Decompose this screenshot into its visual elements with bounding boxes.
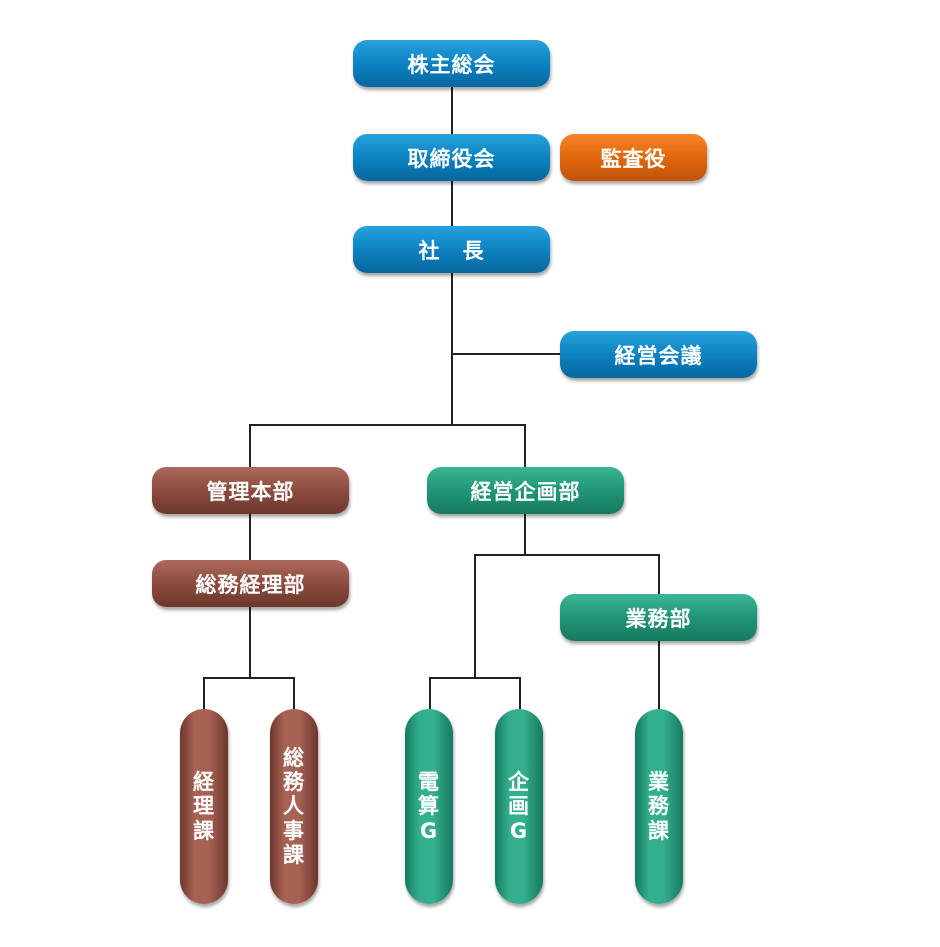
connector-line xyxy=(249,424,251,467)
connector-line xyxy=(519,677,521,709)
connector-line xyxy=(451,272,453,425)
shareholders-meeting-box: 株主総会 xyxy=(353,40,550,87)
business-dept-box: 業務部 xyxy=(560,594,757,641)
connector-line xyxy=(429,677,521,679)
admin-hq-box: 管理本部 xyxy=(152,467,349,514)
connector-line xyxy=(451,86,453,134)
connector-line xyxy=(249,424,526,426)
connector-line xyxy=(524,424,526,467)
connector-line xyxy=(249,606,251,678)
computing-group-box: 電 算 G xyxy=(405,709,453,904)
connector-line xyxy=(429,677,431,709)
connector-line xyxy=(451,180,453,226)
hr-section-box: 総 務 人 事 課 xyxy=(270,709,318,904)
connector-line xyxy=(658,640,660,709)
connector-line xyxy=(203,677,295,679)
general-affairs-dept-box: 総務経理部 xyxy=(152,560,349,607)
connector-line xyxy=(658,554,660,594)
planning-dept-box: 経営企画部 xyxy=(427,467,624,514)
accounting-section-box: 経 理 課 xyxy=(180,709,228,904)
board-of-directors-box: 取締役会 xyxy=(353,134,550,181)
connector-line xyxy=(249,513,251,560)
auditor-box: 監査役 xyxy=(560,134,707,181)
connector-line xyxy=(203,677,205,709)
connector-line xyxy=(474,554,476,678)
connector-line xyxy=(524,513,526,555)
business-section-box: 業 務 課 xyxy=(635,709,683,904)
connector-line xyxy=(474,554,660,556)
connector-line xyxy=(293,677,295,709)
president-box: 社 長 xyxy=(353,226,550,273)
connector-line xyxy=(451,353,561,355)
management-meeting-box: 経営会議 xyxy=(560,331,757,378)
planning-group-box: 企 画 G xyxy=(495,709,543,904)
